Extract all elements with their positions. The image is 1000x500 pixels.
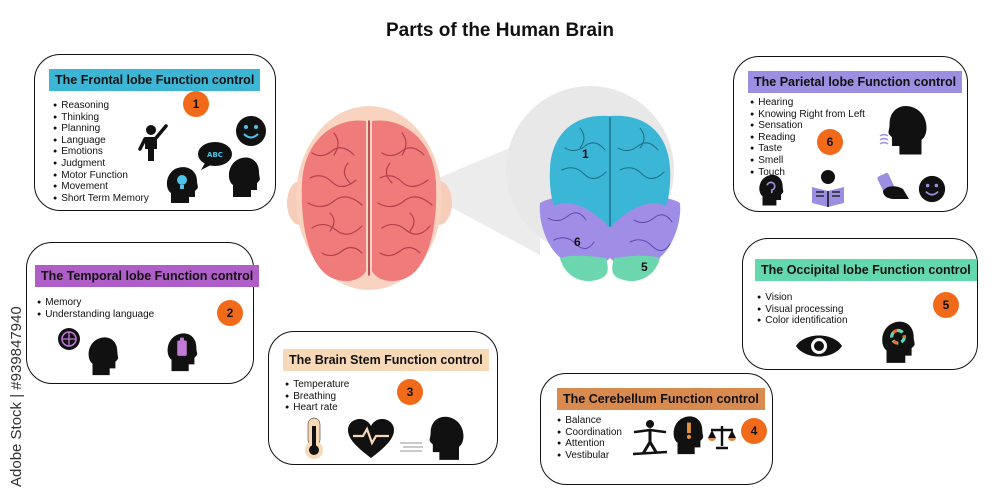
list-item: Heart rate xyxy=(285,403,349,415)
list-item: Taste xyxy=(750,144,865,156)
hand-phone-icon xyxy=(877,173,909,199)
cerebellum-list: Balance Coordination Attention Vestibula… xyxy=(557,415,622,463)
list-item: Reasoning xyxy=(53,100,149,113)
number-badge: 6 xyxy=(817,129,843,155)
temporal-lobe-list: Memory Understanding language xyxy=(37,297,154,322)
number-badge: 3 xyxy=(397,379,423,405)
smell-lines-icon xyxy=(879,133,889,145)
person-raising-hand-icon xyxy=(138,124,168,161)
temporal-lobe-card: The Temporal lobe Function control Memor… xyxy=(26,242,260,384)
abc-speech-bubble-icon: ABC xyxy=(198,142,232,170)
head-exclamation-icon xyxy=(673,416,704,455)
smiley-face-icon xyxy=(236,116,266,146)
parietal-lobe-card: The Parietal lobe Function control Heari… xyxy=(733,56,968,212)
list-item: Touch xyxy=(750,167,865,180)
list-item: Planning xyxy=(53,124,149,136)
list-item: Smell xyxy=(750,155,865,168)
number-badge: 2 xyxy=(217,300,243,326)
brain-top-view xyxy=(287,106,452,290)
cerebellum-header: The Cerebellum Function control xyxy=(557,388,765,410)
number-badge: 1 xyxy=(183,91,209,117)
list-item: Temperature xyxy=(285,379,349,392)
list-item: Coordination xyxy=(557,427,622,440)
list-item: Attention xyxy=(557,439,622,451)
list-item: Hearing xyxy=(750,97,865,110)
list-item: Emotions xyxy=(53,147,149,159)
list-item: Vision xyxy=(757,292,848,305)
brain-lobes-diagram xyxy=(539,115,681,282)
frontal-lobe-list: Reasoning Thinking Planning Language Emo… xyxy=(53,100,149,206)
smiley-face-icon xyxy=(918,175,946,203)
list-item: Memory xyxy=(37,297,154,310)
list-item: Visual processing xyxy=(757,304,848,317)
head-breathing-icon xyxy=(429,416,464,460)
number-badge: 5 xyxy=(933,292,959,318)
head-profile-icon xyxy=(88,337,119,376)
list-item: Understanding language xyxy=(37,309,154,322)
list-item: Short Term Memory xyxy=(53,193,149,206)
list-item: Movement xyxy=(53,182,149,194)
head-lightbulb-icon xyxy=(166,167,198,203)
head-color-wheel-icon xyxy=(882,321,915,363)
brain-stem-list: Temperature Breathing Heart rate xyxy=(285,379,349,415)
svg-text:ABC: ABC xyxy=(207,151,223,159)
brain-label-6: 6 xyxy=(574,235,581,249)
brain-stem-header: The Brain Stem Function control xyxy=(283,349,489,371)
head-hearing-icon xyxy=(759,174,784,206)
balance-scale-icon xyxy=(708,426,736,450)
head-profile-icon xyxy=(228,157,260,197)
list-item: Reading xyxy=(750,132,865,145)
cerebellum-card: The Cerebellum Function control Balance … xyxy=(540,373,773,485)
list-item: Judgment xyxy=(53,158,149,171)
number-badge: 4 xyxy=(741,418,767,444)
tightrope-walker-icon xyxy=(633,420,667,456)
brain-label-1: 1 xyxy=(582,147,589,161)
head-battery-icon xyxy=(167,333,198,372)
eye-icon xyxy=(796,335,842,357)
list-item: Knowing Right from Left xyxy=(750,109,865,122)
brain-stem-card: The Brain Stem Function control Temperat… xyxy=(268,331,498,465)
frontal-lobe-card: The Frontal lobe Function control Reason… xyxy=(34,54,276,211)
list-item: Breathing xyxy=(285,391,349,404)
occipital-lobe-list: Vision Visual processing Color identific… xyxy=(757,292,848,328)
frontal-lobe-header: The Frontal lobe Function control xyxy=(49,69,261,91)
page-title: Parts of the Human Brain xyxy=(385,20,615,41)
temporal-lobe-header: The Temporal lobe Function control xyxy=(35,265,260,287)
head-globe-icon xyxy=(58,328,80,350)
list-item: Language xyxy=(53,135,149,148)
breath-lines-icon xyxy=(400,442,423,452)
list-item: Vestibular xyxy=(557,450,622,463)
parietal-lobe-list: Hearing Knowing Right from Left Sensatio… xyxy=(750,97,865,180)
occipital-lobe-card: The Occipital lobe Function control Visi… xyxy=(742,238,978,370)
heart-rate-icon xyxy=(348,419,394,458)
occipital-lobe-header: The Occipital lobe Function control xyxy=(755,259,977,281)
person-reading-icon xyxy=(812,170,844,207)
head-smell-icon xyxy=(888,106,927,155)
list-item: Color identification xyxy=(757,316,847,328)
thermometer-icon xyxy=(305,417,323,459)
list-item: Motor Function xyxy=(53,170,149,183)
list-item: Thinking xyxy=(53,112,149,125)
brain-label-5: 5 xyxy=(641,260,648,274)
parietal-lobe-header: The Parietal lobe Function control xyxy=(748,71,963,93)
list-item: Balance xyxy=(557,415,622,428)
list-item: Sensation xyxy=(750,121,865,133)
watermark: Adobe Stock | #939847940 xyxy=(8,306,25,487)
